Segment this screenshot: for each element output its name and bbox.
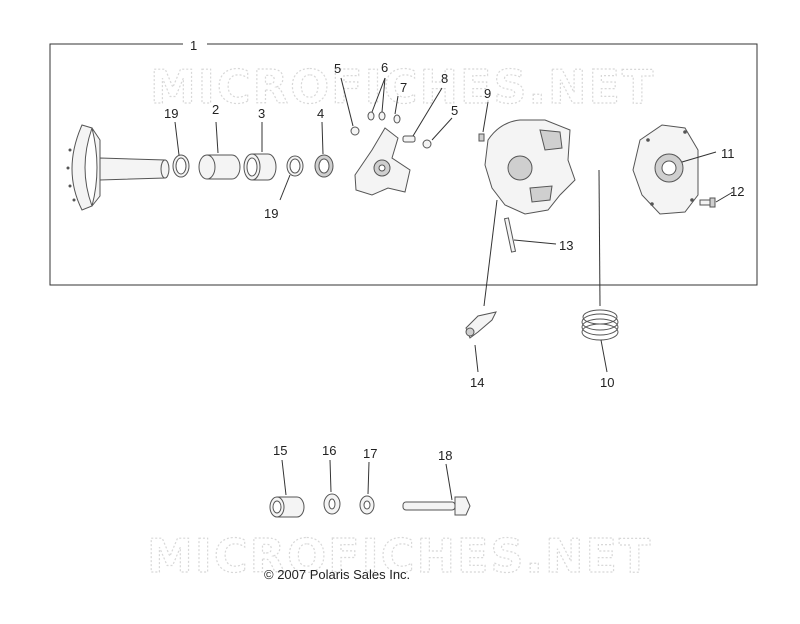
callouts: 1 2 3 4 5 5 6 7 8 9 10 11 12 13 14 15 16… xyxy=(164,38,744,463)
callout-5a: 5 xyxy=(334,61,341,76)
rollers-6 xyxy=(367,111,401,124)
callout-2: 2 xyxy=(212,102,219,117)
watermark-top: MICROFICHES.NET xyxy=(150,60,655,114)
seal-4 xyxy=(314,154,334,178)
callout-1: 1 xyxy=(190,38,197,53)
spider xyxy=(354,127,411,196)
callout-9: 9 xyxy=(484,86,491,101)
callout-6: 6 xyxy=(381,60,388,75)
button-5a xyxy=(350,126,360,136)
copyright-text: © 2007 Polaris Sales Inc. xyxy=(264,567,411,582)
screw-12 xyxy=(699,197,716,208)
bushing-3 xyxy=(243,153,277,181)
watermark-bottom: MICROFICHES.NET xyxy=(147,529,652,583)
callout-12: 12 xyxy=(730,184,744,199)
ring-19b xyxy=(286,155,304,177)
callout-19a: 19 xyxy=(164,106,178,121)
callout-3: 3 xyxy=(258,106,265,121)
spring-10 xyxy=(581,309,619,341)
callout-4: 4 xyxy=(317,106,324,121)
movable-sheave xyxy=(66,124,170,211)
callout-16: 16 xyxy=(322,443,336,458)
callout-19b: 19 xyxy=(264,206,278,221)
pin-8 xyxy=(402,135,416,143)
setscrew-9 xyxy=(478,133,485,142)
callout-5b: 5 xyxy=(451,103,458,118)
callout-15: 15 xyxy=(273,443,287,458)
ring-19a xyxy=(172,154,190,178)
bushing-15 xyxy=(269,496,305,518)
housing xyxy=(484,119,576,215)
washer-17 xyxy=(359,495,375,515)
callout-17: 17 xyxy=(363,446,377,461)
callout-18: 18 xyxy=(438,448,452,463)
bushing-2 xyxy=(198,154,241,180)
callout-7: 7 xyxy=(400,80,407,95)
leader-lines xyxy=(174,77,734,501)
callout-8: 8 xyxy=(441,71,448,86)
cover-11 xyxy=(632,124,699,215)
callout-13: 13 xyxy=(559,238,573,253)
bolt-18 xyxy=(402,496,471,516)
callout-10: 10 xyxy=(600,375,614,390)
button-5b xyxy=(422,139,432,149)
callout-14: 14 xyxy=(470,375,484,390)
callout-11: 11 xyxy=(721,146,735,161)
pin-13 xyxy=(503,217,517,253)
assembly-frame xyxy=(49,43,758,286)
weight-14 xyxy=(465,311,497,339)
washer-16 xyxy=(323,493,341,515)
